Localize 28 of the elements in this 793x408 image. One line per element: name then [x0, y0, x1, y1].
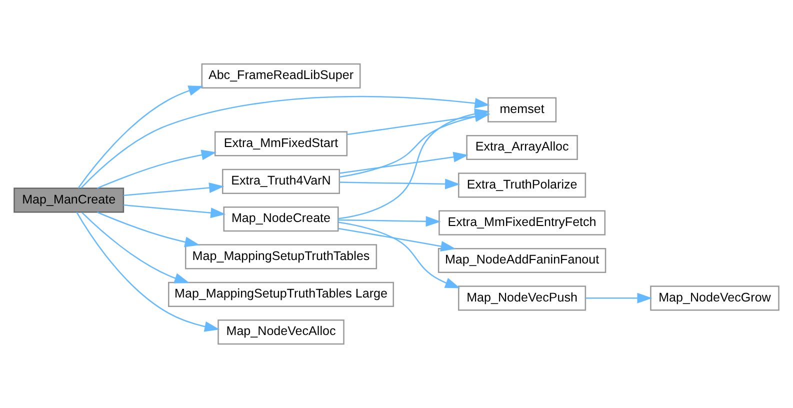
node-box: memset [488, 97, 557, 122]
arrow [123, 182, 224, 196]
arrow [82, 212, 190, 284]
node-box: Extra_MmFixedEntryFetch [438, 210, 606, 236]
arrow [96, 212, 200, 248]
arrow [123, 204, 226, 218]
arrow [78, 86, 204, 188]
node-box: Map_NodeVecGrow [650, 286, 780, 311]
arrow [338, 222, 460, 288]
node-box: Abc_FrameReadLibSuper [201, 63, 361, 88]
node-box: Map_MappingSetupTruthTables Large [168, 282, 394, 307]
arrow [76, 212, 220, 332]
node-box: Extra_MmFixedStart [214, 131, 348, 156]
node-box: Map_MappingSetupTruthTables [184, 244, 378, 270]
node-box: Map_NodeCreate [223, 206, 339, 232]
arrow [586, 292, 652, 304]
node-box: Map_NodeVecAlloc [218, 320, 344, 345]
arrow [339, 152, 468, 174]
arrow [339, 178, 460, 190]
node-box: Extra_TruthPolarize [458, 172, 586, 198]
node-box: Extra_ArrayAlloc [466, 134, 578, 160]
arrow [338, 228, 456, 252]
arrow [338, 216, 441, 227]
node-box: Map_NodeVecPush [458, 286, 586, 311]
node-box: Map_ManCreate [14, 188, 124, 213]
node-box: Extra_Truth4VarN [222, 168, 340, 194]
node-box: Map_NodeAddFaninFanout [438, 248, 606, 274]
arrow [96, 150, 217, 189]
